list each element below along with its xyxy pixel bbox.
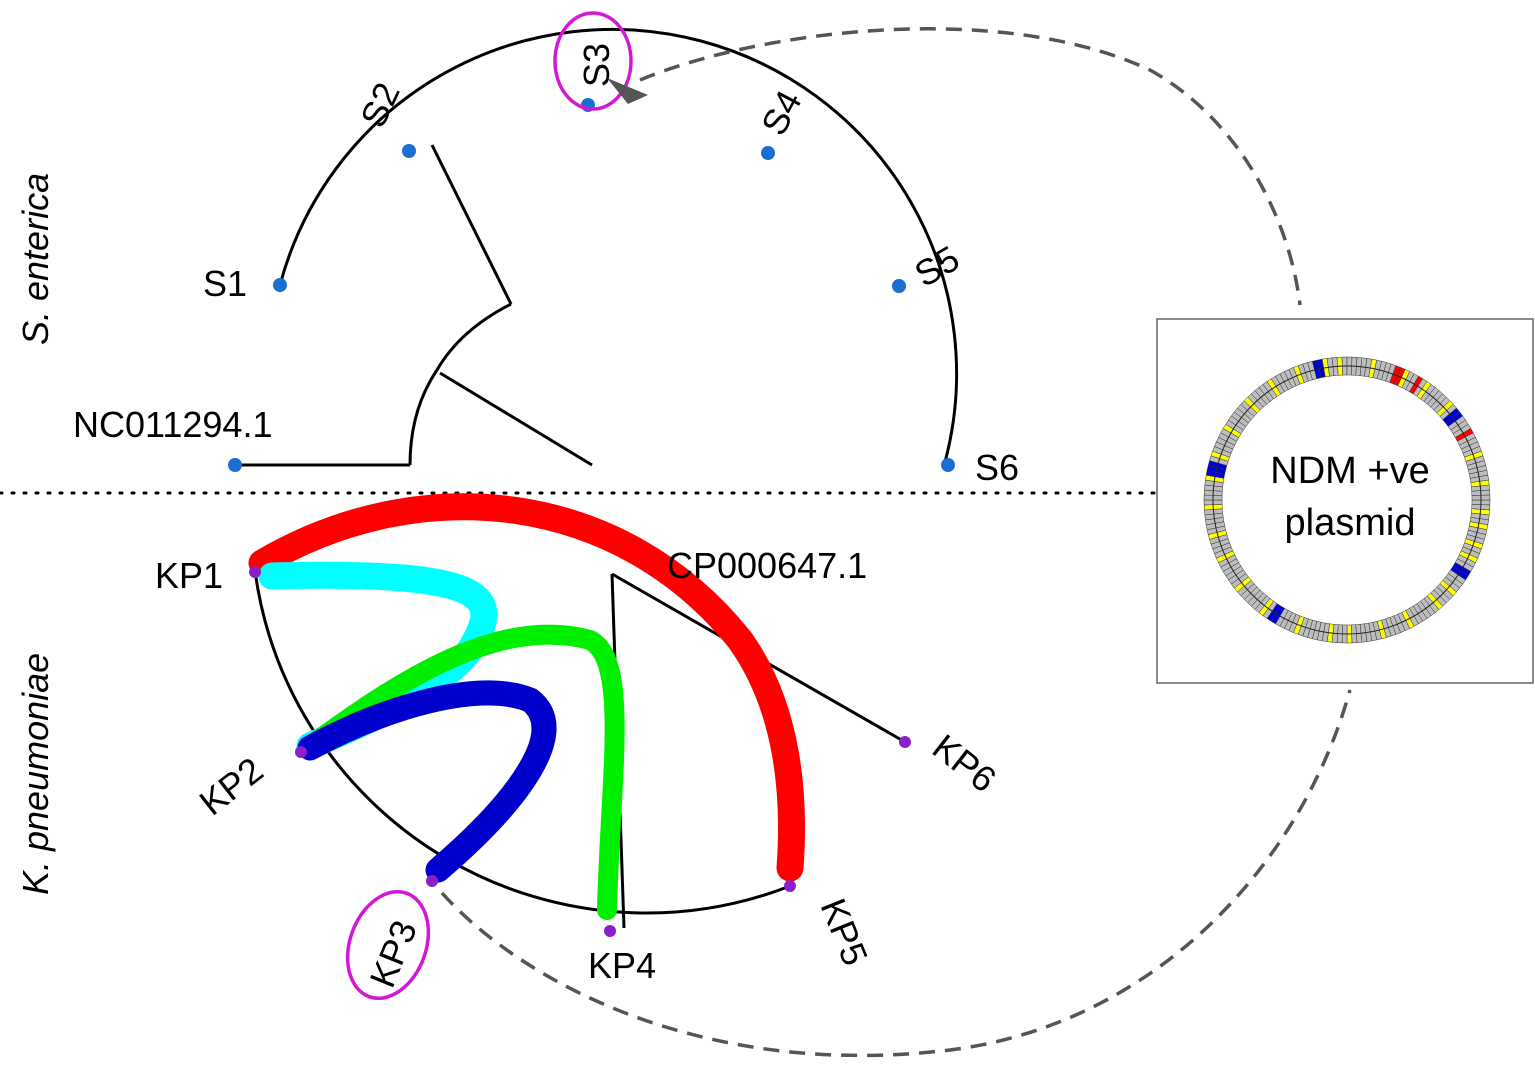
node-kp1[interactable] [249, 566, 261, 578]
label-kp3: KP3 [361, 915, 425, 993]
node-kp6[interactable] [899, 736, 911, 748]
connector-top [639, 27, 1302, 306]
connector [440, 27, 1352, 1058]
node-s1[interactable] [273, 278, 287, 292]
plasmid-ring [1203, 356, 1491, 644]
label-kp2: KP2 [192, 749, 271, 823]
node-s5[interactable] [892, 279, 906, 293]
label-s1: S1 [203, 263, 247, 304]
kp-links [248, 493, 806, 920]
highlight-kp3 [345, 889, 431, 1001]
plasmid-backbone [1212, 365, 1482, 635]
highlight-s3 [553, 11, 633, 111]
label-kp1: KP1 [155, 555, 223, 596]
enterica-inner-arc-2 [408, 369, 439, 466]
enterica-outer-arc [278, 27, 959, 463]
kp-nodes [249, 566, 911, 937]
node-s2[interactable] [402, 144, 416, 158]
label-s6: S6 [975, 447, 1019, 488]
label-kp5: KP5 [813, 893, 877, 971]
enterica-nodes [228, 98, 955, 472]
node-kp2[interactable] [295, 746, 307, 758]
label-kp4: KP4 [588, 945, 656, 986]
node-ref-enterica[interactable] [228, 458, 242, 472]
link-kp2-kp4-green [300, 624, 625, 920]
label-s4: S4 [753, 84, 810, 142]
label-kp6: KP6 [925, 726, 1004, 800]
node-kp4[interactable] [604, 925, 616, 937]
link-kp1-kp5-red [248, 493, 806, 882]
label-ref-enterica: NC011294.1 [73, 404, 272, 445]
node-s4[interactable] [761, 146, 775, 160]
enterica-branch-s2 [430, 144, 513, 305]
label-s5: S5 [908, 237, 967, 295]
kp-tree [253, 570, 906, 929]
label-s2: S2 [352, 76, 408, 133]
label-ref-kp: CP000647.1 [667, 545, 867, 586]
species-label-bottom: K. pneumoniae [15, 653, 56, 895]
plasmid-label-line1: NDM +ve [1270, 450, 1429, 492]
enterica-tree [235, 27, 959, 467]
enterica-inner-arc-1 [435, 302, 512, 371]
link-kp2-kp3-blue [297, 680, 557, 883]
species-label-top: S. enterica [15, 173, 56, 345]
enterica-branch-mid [439, 371, 593, 467]
arrowhead-icon [607, 78, 648, 104]
node-s6[interactable] [941, 458, 955, 472]
node-kp5[interactable] [784, 880, 796, 892]
plasmid-label-line2: plasmid [1285, 502, 1416, 544]
node-kp3[interactable] [426, 875, 438, 887]
connector-bottom [440, 689, 1352, 1058]
